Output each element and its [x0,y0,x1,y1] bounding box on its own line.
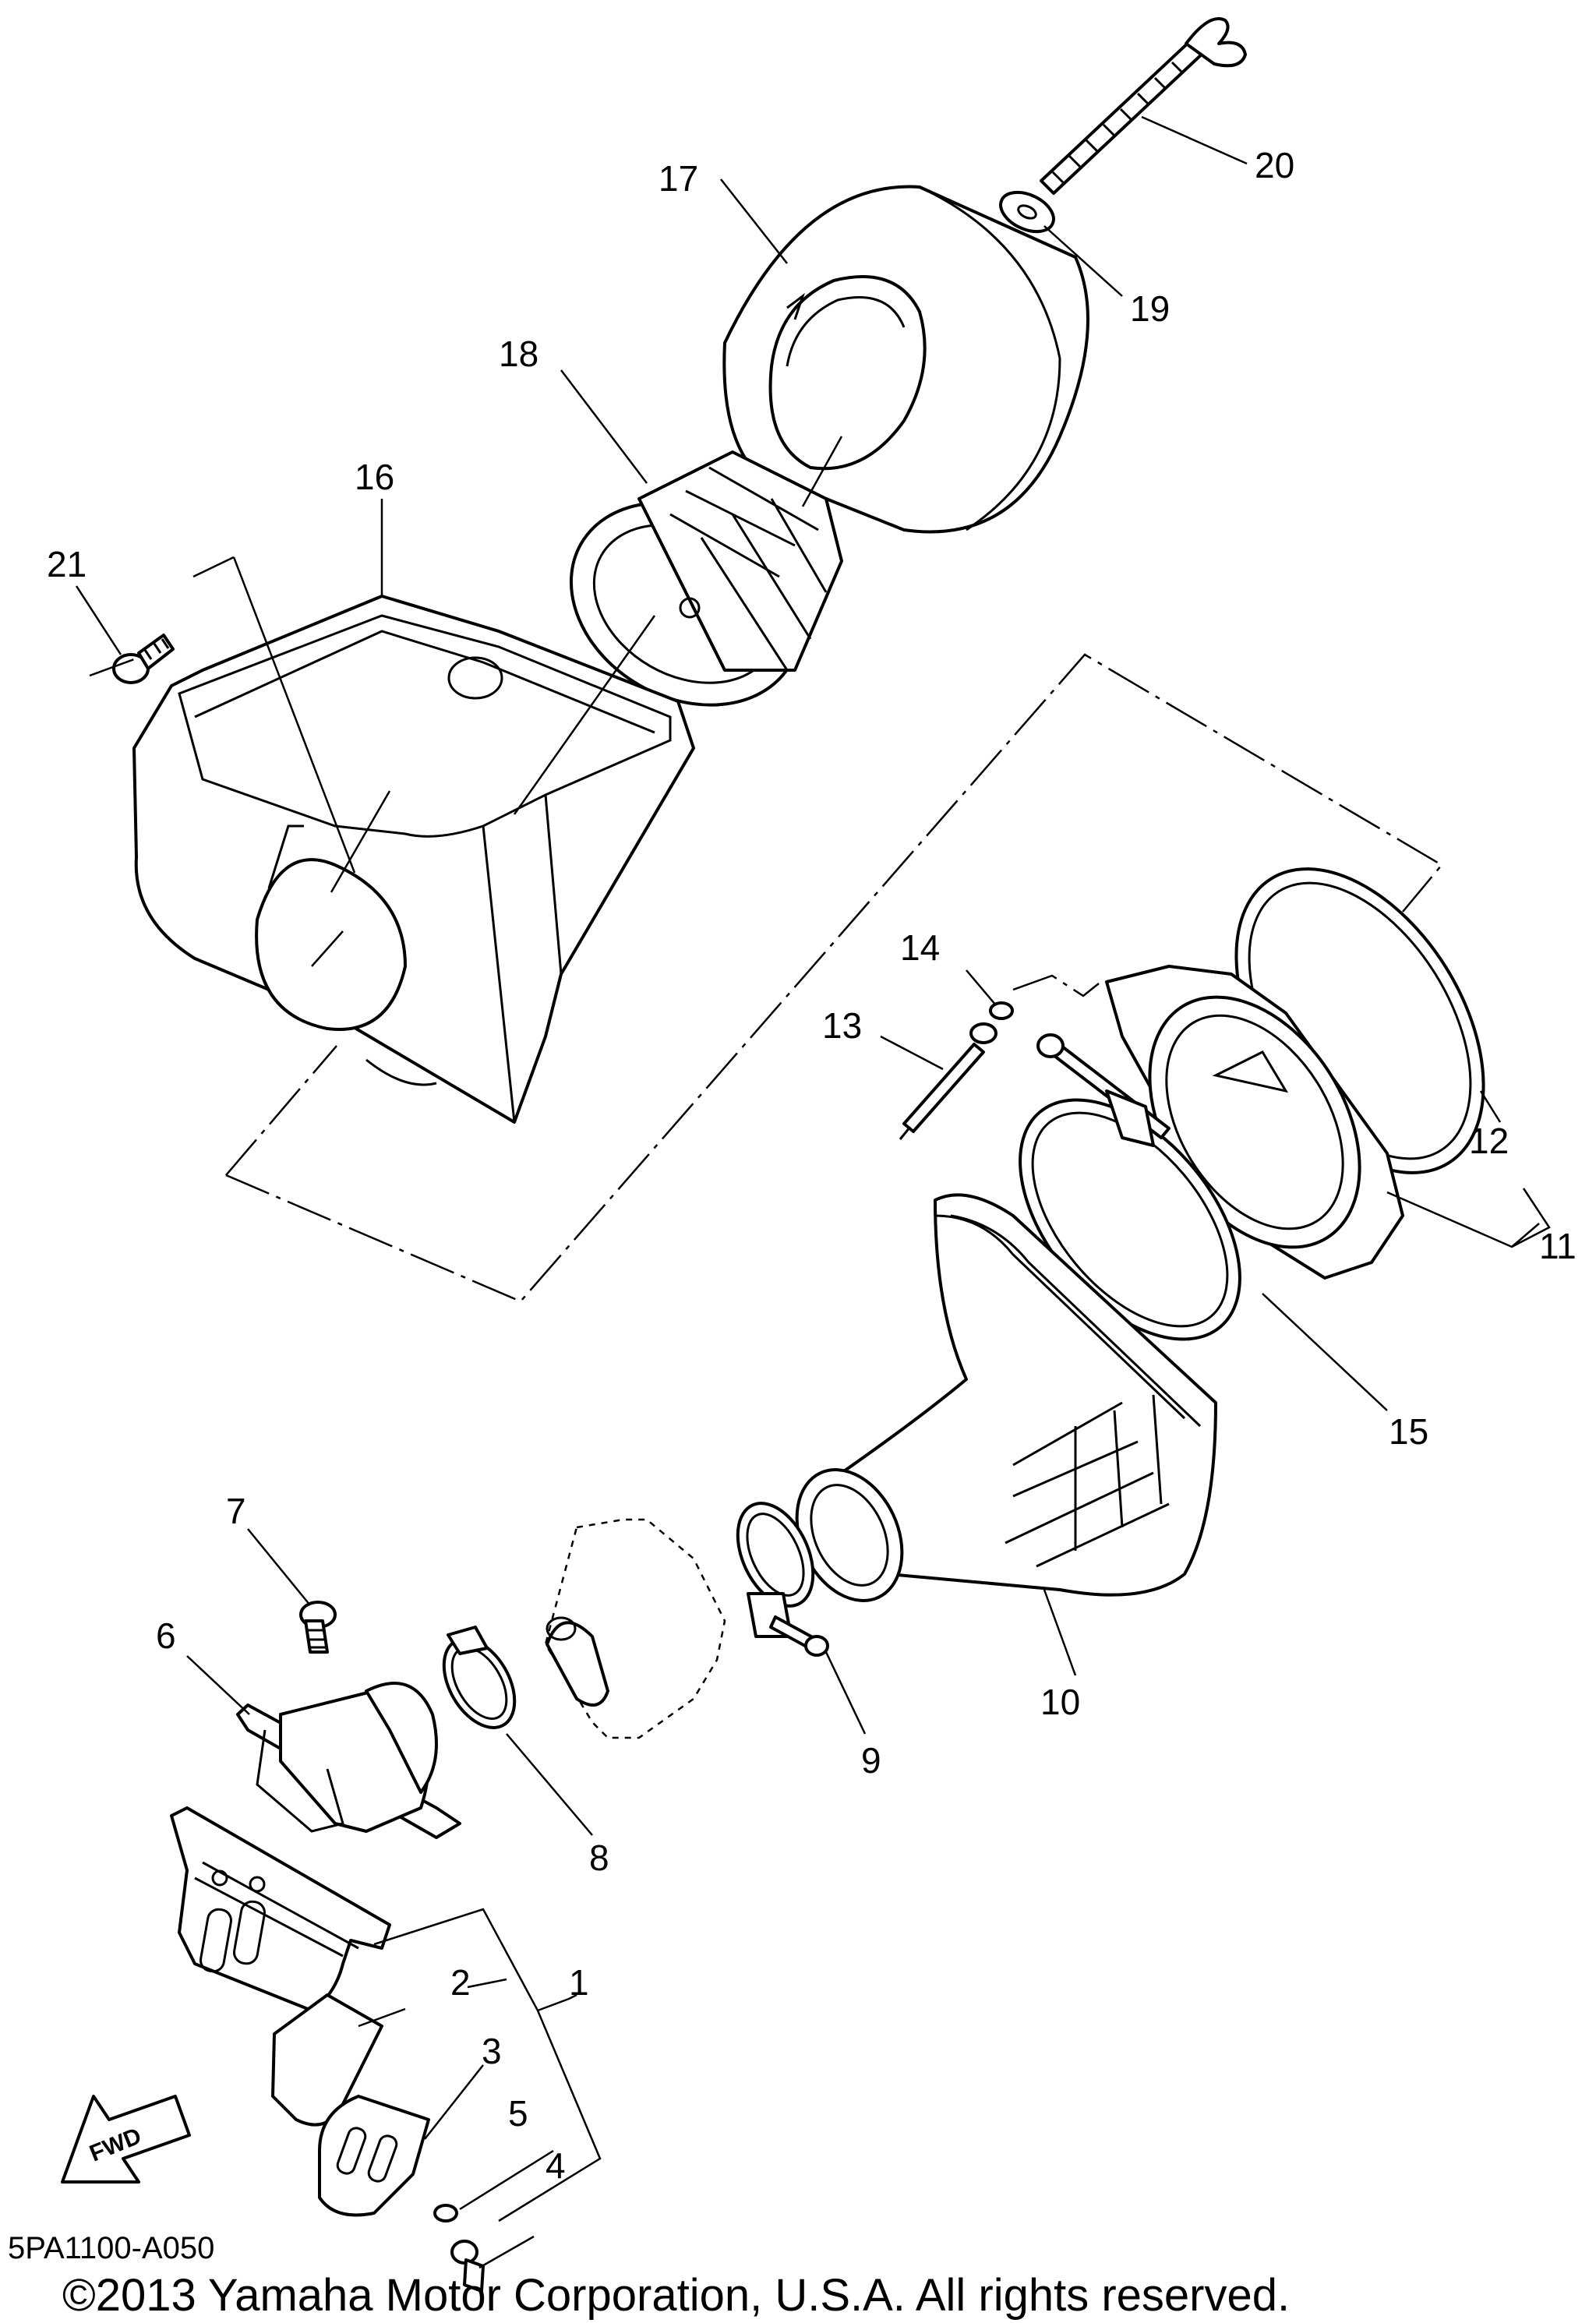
callout-11: 11 [1539,1226,1577,1266]
part-6-carb-joint [236,1682,461,1839]
callout-6: 6 [156,1615,176,1656]
callout-8: 8 [589,1838,609,1878]
part-18-filter-guide [569,450,843,707]
part-4-screw [450,2240,485,2293]
part-17-filter-element [722,185,1089,534]
callout-16: 16 [355,457,394,497]
part-19-washer [999,190,1055,234]
duct-reference [544,1518,726,1739]
leader-lines [75,115,1551,2269]
callout-20: 20 [1255,145,1294,185]
callout-14: 14 [900,927,940,968]
part-14-washer [989,1001,1014,1020]
part-13-rivet [899,1022,998,1140]
diagram-code: 5PA1100-A050 [8,2231,214,2265]
part-1-reed-valve-base [170,1806,391,2012]
callout-13: 13 [822,1005,862,1046]
callout-15: 15 [1389,1411,1428,1452]
part-5-lock-washer [433,2204,458,2222]
copyright-notice: ©2013 Yamaha Motor Corporation, U.S.A. A… [62,2270,1290,2321]
callout-labels: 20 19 17 18 16 21 14 13 12 11 15 10 9 8 … [47,145,1577,2186]
callout-5: 5 [508,2093,528,2134]
part-9-clamp [736,1502,829,1657]
callout-21: 21 [47,544,87,584]
part-8-hose-clamp [442,1626,517,1729]
part-20-wing-bolt [1040,17,1247,195]
callout-17: 17 [659,158,698,199]
part-16-filter-case [132,595,695,1124]
part-3-reed-stopper [318,2095,430,2217]
callout-2: 2 [450,1962,471,2003]
callout-1: 1 [569,1962,589,2003]
part-7-bolt [299,1601,337,1654]
callout-3: 3 [482,2031,502,2071]
callout-7: 7 [226,1491,246,1531]
callout-19: 19 [1130,288,1170,329]
callout-18: 18 [499,334,538,374]
part-21-bolt [112,634,175,684]
callout-9: 9 [861,1740,881,1781]
fwd-arrow-icon: FWD [61,2095,191,2184]
callout-12: 12 [1469,1121,1509,1161]
callout-4: 4 [546,2145,566,2186]
callout-10: 10 [1040,1682,1080,1722]
reference-lines [89,653,1443,1303]
